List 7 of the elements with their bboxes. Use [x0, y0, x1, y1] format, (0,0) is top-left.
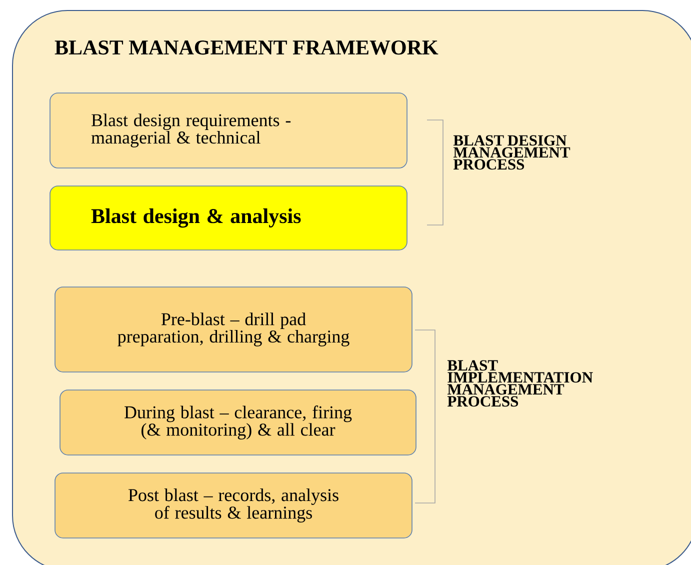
process-box: Blast design & analysis	[50, 186, 408, 250]
process-box: Pre-blast – drill pad preparation, drilling & charging	[54, 286, 412, 372]
process-box: During blast – clearance, firing (& monitoring) & all clear	[60, 390, 416, 456]
group-label: BLAST DESIGN MANAGEMENT PROCESS	[453, 135, 570, 170]
process-box: Blast design requirements - managerial & technical	[50, 92, 408, 168]
process-box: Post blast – records, analysis of results & learnings	[54, 472, 412, 538]
group-label: BLAST IMPLEMENTATION MANAGEMENT PROCESS	[447, 360, 593, 407]
